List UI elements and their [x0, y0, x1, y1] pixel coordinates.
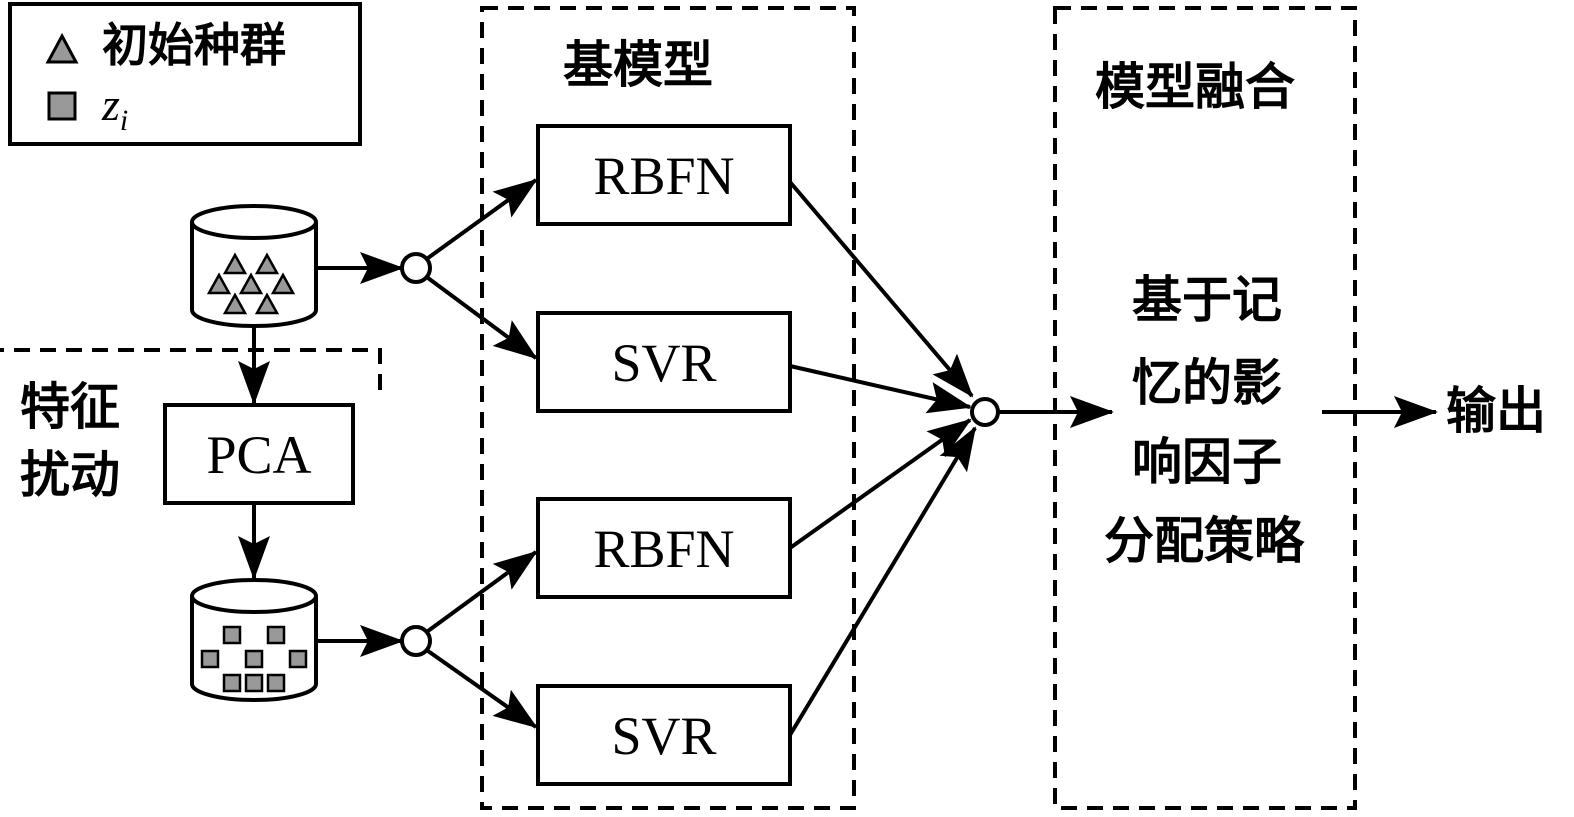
fusion-strategy-line-3: 响因子: [1132, 433, 1282, 491]
base-model-frame: [480, 6, 856, 810]
legend-zi-label: zi: [102, 82, 128, 136]
rbfn-top-label: RBFN: [593, 146, 735, 206]
arrow-split-top-to-rbfn: [426, 178, 538, 260]
arrow-split-bottom-to-rbfn: [426, 550, 538, 633]
fusion-strategy-line-1: 基于记: [1132, 271, 1282, 329]
arrow-svr-bottom-to-merge: [788, 426, 977, 737]
legend-box: [8, 2, 362, 146]
legend-zi-main: z: [102, 79, 120, 130]
svr-bottom-label: SVR: [611, 706, 717, 766]
initial-population-database-icon: [190, 204, 318, 328]
rbfn-bottom-box: [536, 497, 792, 599]
model-fusion-title: 模型融合: [1095, 58, 1295, 116]
fusion-strategy-line-4: 分配策略: [1104, 512, 1304, 570]
arrow-split-top-to-svr: [426, 276, 538, 360]
split-node-bottom: [400, 625, 432, 657]
svr-top-box: [536, 311, 792, 413]
legend-initial-population-label: 初始种群: [102, 18, 286, 72]
split-node-top: [400, 252, 432, 284]
legend-zi-subscript: i: [119, 104, 129, 138]
arrow-svr-top-to-merge: [789, 364, 972, 414]
pca-box: [163, 403, 355, 505]
rbfn-top-box: [536, 124, 792, 226]
legend-triangle-icon: [45, 32, 79, 64]
feature-perturbation-line2: 扰动: [20, 446, 120, 504]
model-fusion-frame: [1053, 6, 1357, 810]
rbfn-bottom-label: RBFN: [593, 519, 735, 579]
feature-perturbation-frame: [0, 348, 382, 390]
arrow-rbfn-top-to-merge: [788, 180, 974, 398]
pca-label: PCA: [206, 425, 312, 485]
svr-bottom-box: [536, 684, 792, 786]
output-label: 输出: [1446, 382, 1546, 440]
fusion-strategy-line-2: 忆的影: [1132, 354, 1282, 412]
base-model-title: 基模型: [563, 36, 713, 94]
zi-population-database-icon: [190, 578, 318, 702]
svr-top-label: SVR: [611, 333, 717, 393]
feature-perturbation-line1: 特征: [20, 378, 120, 436]
arrow-split-bottom-to-svr: [426, 649, 538, 729]
merge-node: [970, 397, 1000, 427]
legend-square-icon: [47, 91, 77, 121]
